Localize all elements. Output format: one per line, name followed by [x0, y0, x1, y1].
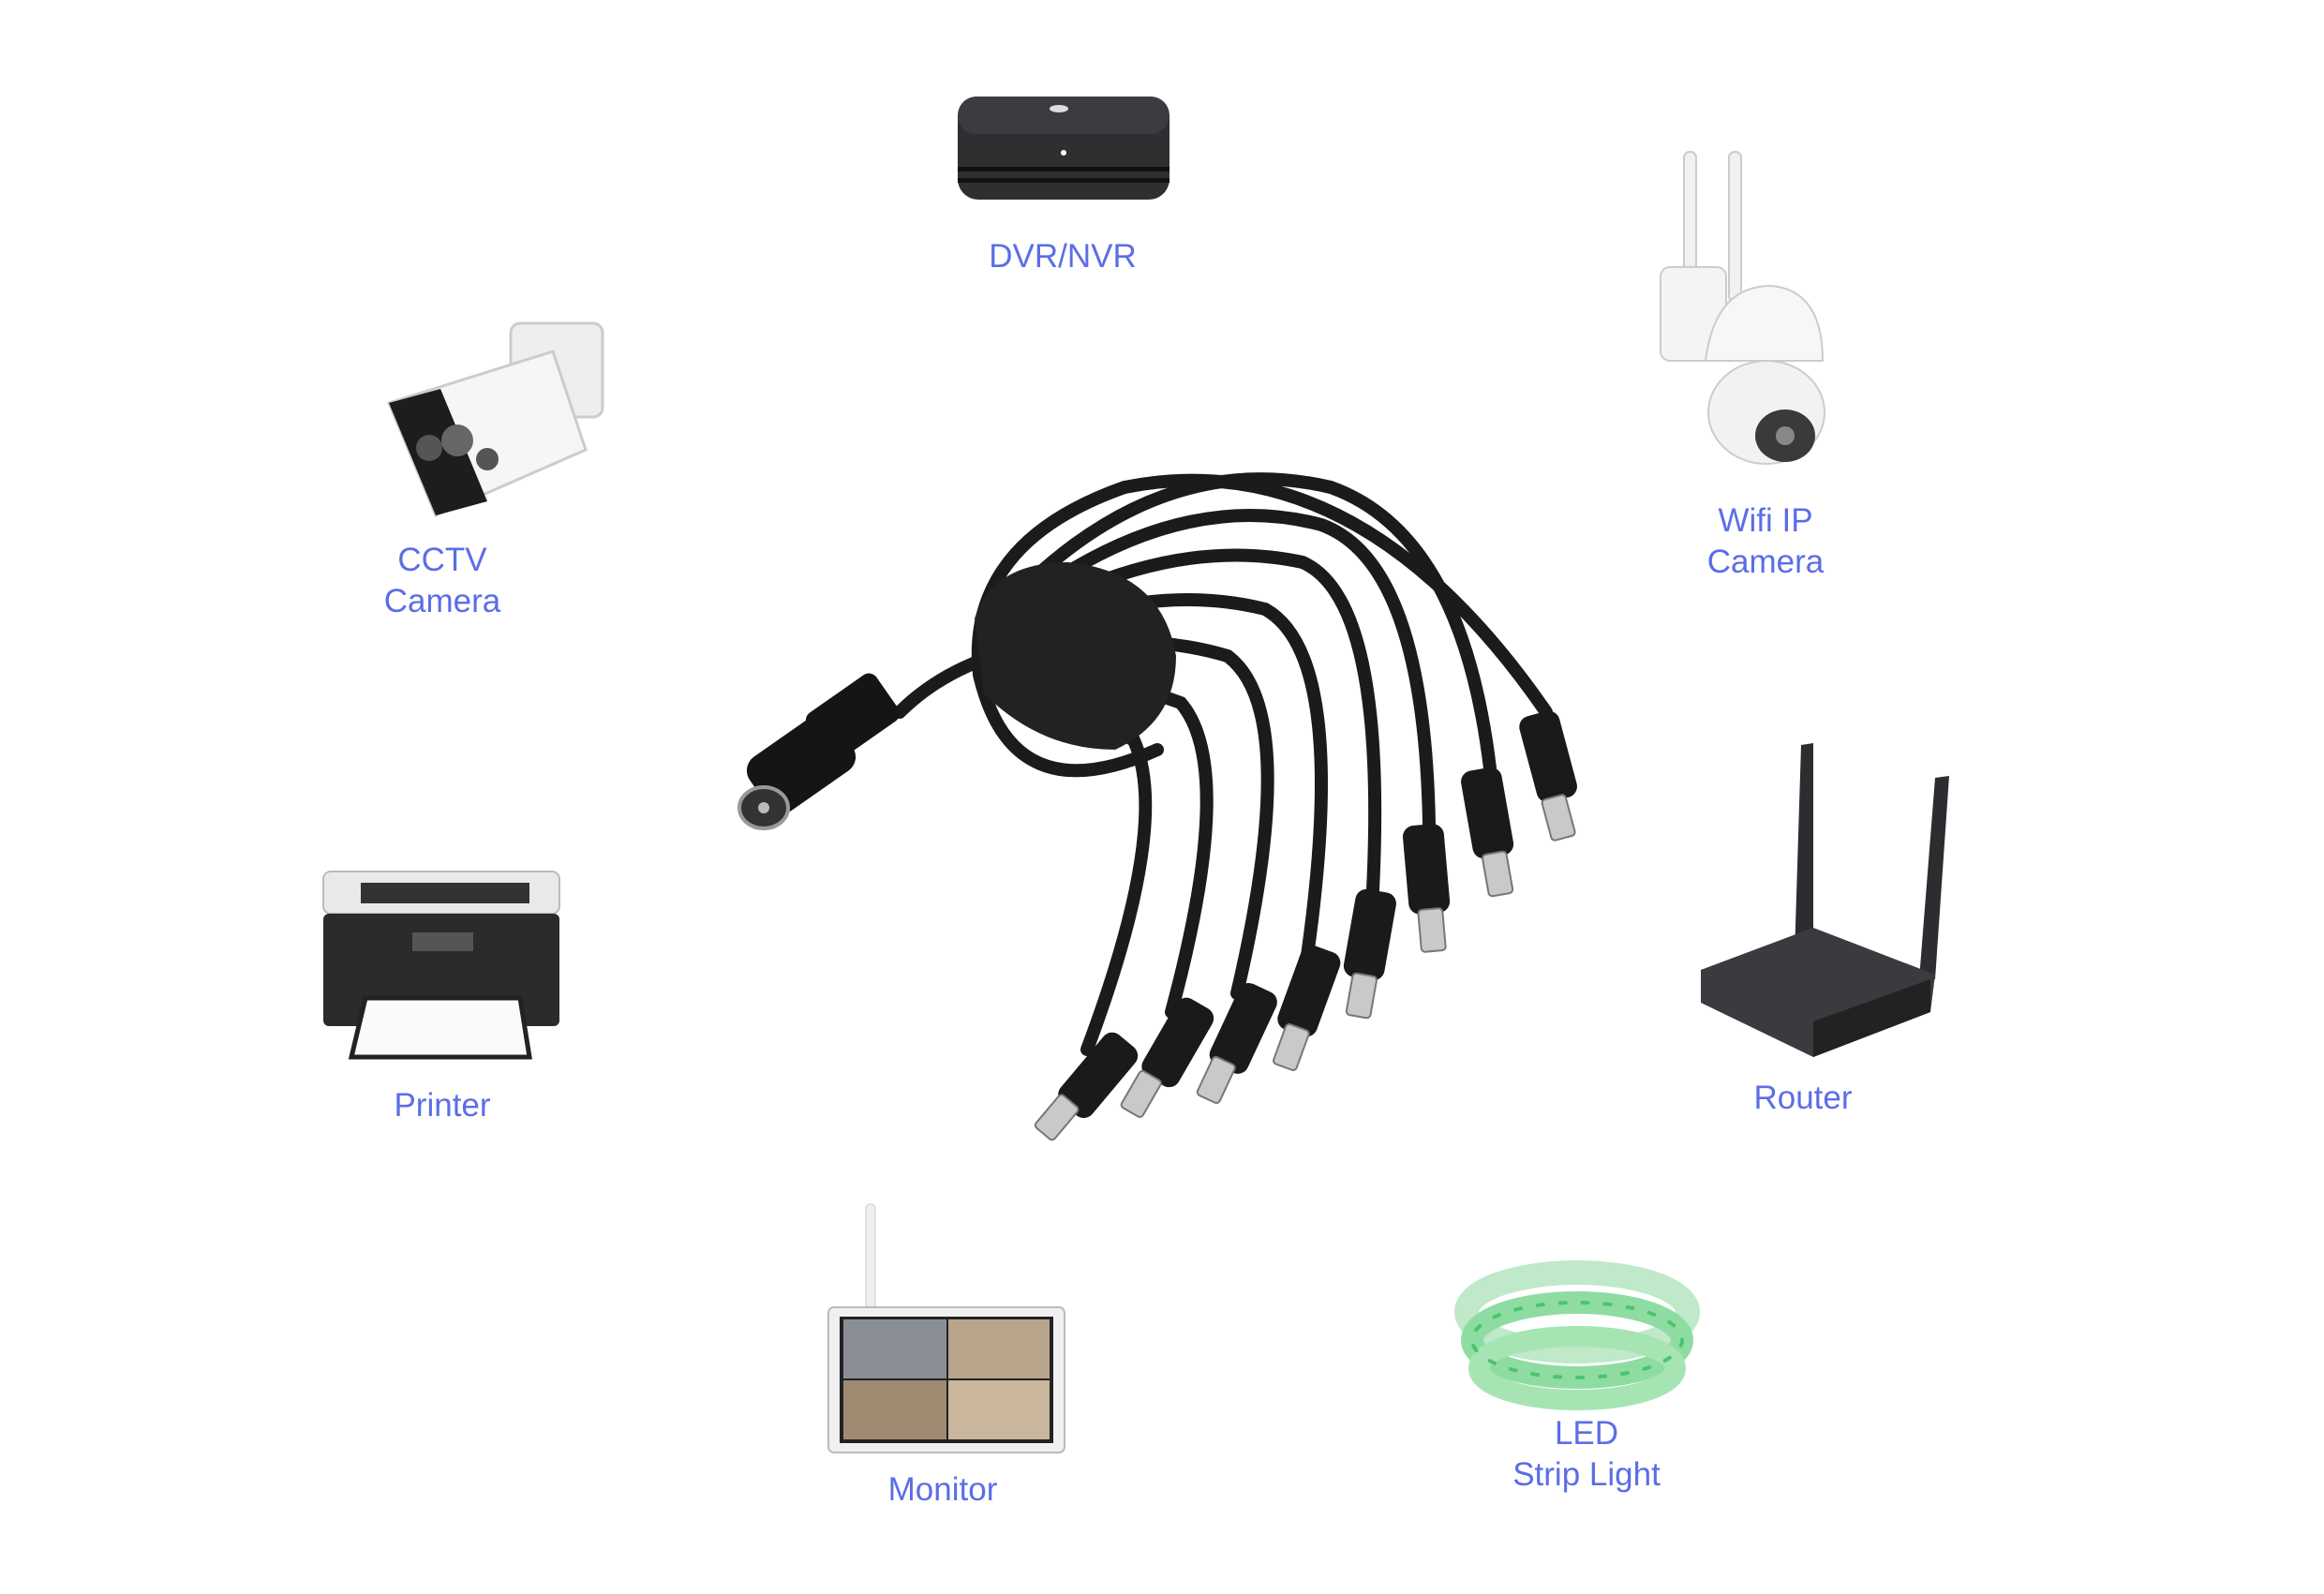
device-label-router: Router [1662, 1078, 1944, 1119]
device-label-wifi-ip-camera: Wifi IP Camera [1625, 500, 1906, 583]
device-label-led-strip: LED Strip Light [1446, 1413, 1727, 1496]
label-line: Monitor [887, 1471, 998, 1508]
router-icon [1701, 743, 1949, 1057]
label-line: Camera [383, 583, 501, 619]
label-line: LED [1554, 1415, 1619, 1452]
led-strip-icon [1454, 1260, 1700, 1410]
label-line: DVR/NVR [989, 238, 1137, 275]
label-line: Printer [394, 1087, 491, 1124]
monitor-icon [827, 1203, 1065, 1453]
device-label-dvr: DVR/NVR [922, 236, 1203, 277]
device-label-printer: Printer [302, 1085, 583, 1126]
wifi-ip-camera-icon [1660, 151, 1825, 465]
8-way-dc-power-splitter-cable [737, 472, 1577, 1141]
device-label-cctv-camera: CCTV Camera [302, 540, 583, 622]
device-label-monitor: Monitor [802, 1469, 1083, 1511]
dvr-box-icon [958, 97, 1169, 200]
cctv-camera-icon [386, 321, 604, 517]
label-line: Wifi IP [1718, 502, 1813, 539]
label-line: Strip Light [1512, 1456, 1661, 1493]
printer-icon [322, 871, 560, 1060]
label-line: CCTV [397, 542, 487, 578]
label-line: Router [1753, 1080, 1853, 1116]
label-line: Camera [1706, 544, 1825, 580]
